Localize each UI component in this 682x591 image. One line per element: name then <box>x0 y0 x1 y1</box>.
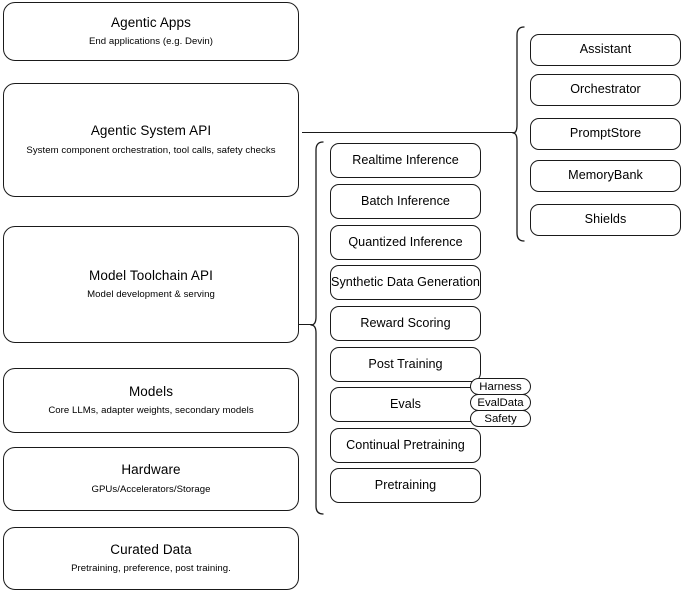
bracket-toolchain-components <box>310 141 324 515</box>
component-label: Realtime Inference <box>352 152 459 167</box>
layer-title: Agentic System API <box>90 123 212 139</box>
component-quantized-inference[interactable]: Quantized Inference <box>330 225 481 260</box>
layer-subtitle: Pretraining, preference, post training. <box>71 563 231 575</box>
component-continual-pretraining[interactable]: Continual Pretraining <box>330 428 481 463</box>
component-label: Orchestrator <box>570 82 641 97</box>
component-pretraining[interactable]: Pretraining <box>330 468 481 503</box>
component-orchestrator[interactable]: Orchestrator <box>530 74 681 106</box>
layer-subtitle: Model development & serving <box>87 289 215 301</box>
evals-subcomponent-harness[interactable]: Harness <box>470 378 531 395</box>
evals-subcomponent-evaldata[interactable]: EvalData <box>470 394 531 411</box>
component-label: Shields <box>584 212 627 227</box>
layer-models[interactable]: Models Core LLMs, adapter weights, secon… <box>3 368 299 433</box>
layer-subtitle: GPUs/Accelerators/Storage <box>91 483 211 495</box>
layer-subtitle: System component orchestration, tool cal… <box>26 144 276 156</box>
component-assistant[interactable]: Assistant <box>530 34 681 66</box>
bracket-system-components <box>512 26 525 242</box>
component-label: PromptStore <box>569 126 642 141</box>
layer-agentic-system-api[interactable]: Agentic System API System component orch… <box>3 83 299 197</box>
component-label: Pretraining <box>374 477 437 492</box>
layer-agentic-apps[interactable]: Agentic Apps End applications (e.g. Devi… <box>3 2 299 61</box>
component-promptstore[interactable]: PromptStore <box>530 118 681 150</box>
component-label: Continual Pretraining <box>346 437 465 452</box>
layer-title: Models <box>128 383 174 399</box>
layer-title: Curated Data <box>110 541 192 557</box>
component-post-training[interactable]: Post Training <box>330 347 481 382</box>
component-synthetic-data-generation[interactable]: Synthetic Data Generation <box>330 265 481 300</box>
component-label: Quantized Inference <box>348 234 463 249</box>
component-label: Assistant <box>579 42 632 57</box>
component-realtime-inference[interactable]: Realtime Inference <box>330 143 481 178</box>
evals-subcomponent-label: EvalData <box>477 396 524 409</box>
component-shields[interactable]: Shields <box>530 204 681 236</box>
component-label: Evals <box>389 396 422 411</box>
component-reward-scoring[interactable]: Reward Scoring <box>330 306 481 341</box>
component-evals[interactable]: Evals <box>330 387 481 422</box>
layer-title: Model Toolchain API <box>89 267 213 283</box>
layer-curated-data[interactable]: Curated Data Pretraining, preference, po… <box>3 527 299 590</box>
layer-subtitle: End applications (e.g. Devin) <box>88 36 214 48</box>
layer-subtitle: Core LLMs, adapter weights, secondary mo… <box>48 405 254 417</box>
component-batch-inference[interactable]: Batch Inference <box>330 184 481 219</box>
component-label: Batch Inference <box>361 193 450 208</box>
evals-subcomponent-label: Safety <box>484 412 517 425</box>
evals-subcomponent-safety[interactable]: Safety <box>470 410 531 427</box>
layer-hardware[interactable]: Hardware GPUs/Accelerators/Storage <box>3 447 299 511</box>
layer-title: Agentic Apps <box>110 14 191 30</box>
component-label: Reward Scoring <box>360 315 451 330</box>
connector-system-api-to-components <box>302 132 514 134</box>
evals-subcomponent-label: Harness <box>479 380 522 393</box>
connector-toolchain-to-bracket <box>299 324 312 326</box>
component-label: Synthetic Data Generation <box>331 274 480 289</box>
component-label: MemoryBank <box>568 168 643 183</box>
layer-title: Hardware <box>121 462 181 478</box>
layer-model-toolchain-api[interactable]: Model Toolchain API Model development & … <box>3 226 299 343</box>
component-memorybank[interactable]: MemoryBank <box>530 160 681 192</box>
component-label: Post Training <box>368 356 443 371</box>
